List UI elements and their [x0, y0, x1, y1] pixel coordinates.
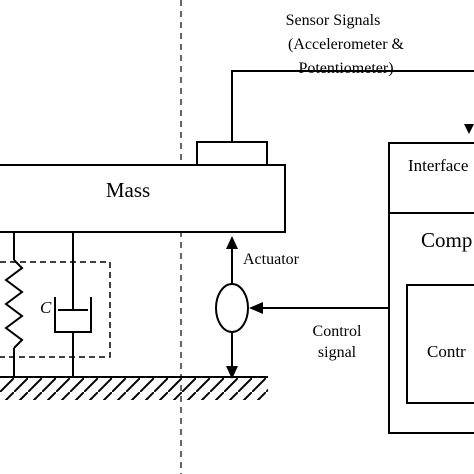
ground [0, 376, 268, 400]
sensor-block [196, 141, 268, 166]
control-signal-label-1: Control [313, 323, 362, 340]
interface-label: Interface [408, 156, 468, 175]
damper-enclosure [0, 261, 111, 358]
damper-label: C [40, 298, 52, 317]
mass-label: Mass [106, 178, 150, 202]
mass-block [0, 164, 286, 233]
control-signal-label-2: signal [318, 344, 357, 361]
damper [54, 232, 92, 377]
control-signal-arrow [249, 302, 263, 314]
controller-box [406, 284, 474, 404]
sensor-signal-wire [231, 70, 474, 142]
sensor-signals-detail-2: Potentiometer) [298, 60, 393, 77]
spring [4, 232, 24, 377]
actuator [215, 236, 249, 379]
computer-label: Comp [421, 228, 472, 252]
sensor-signals-label: Sensor Signals [286, 12, 381, 29]
controller-label: Contr [427, 342, 466, 361]
actuator-label: Actuator [243, 251, 300, 268]
computer-box [388, 142, 474, 434]
sensor-signals-detail-1: (Accelerometer & [288, 36, 404, 53]
sensor-arrow-head [464, 124, 474, 134]
